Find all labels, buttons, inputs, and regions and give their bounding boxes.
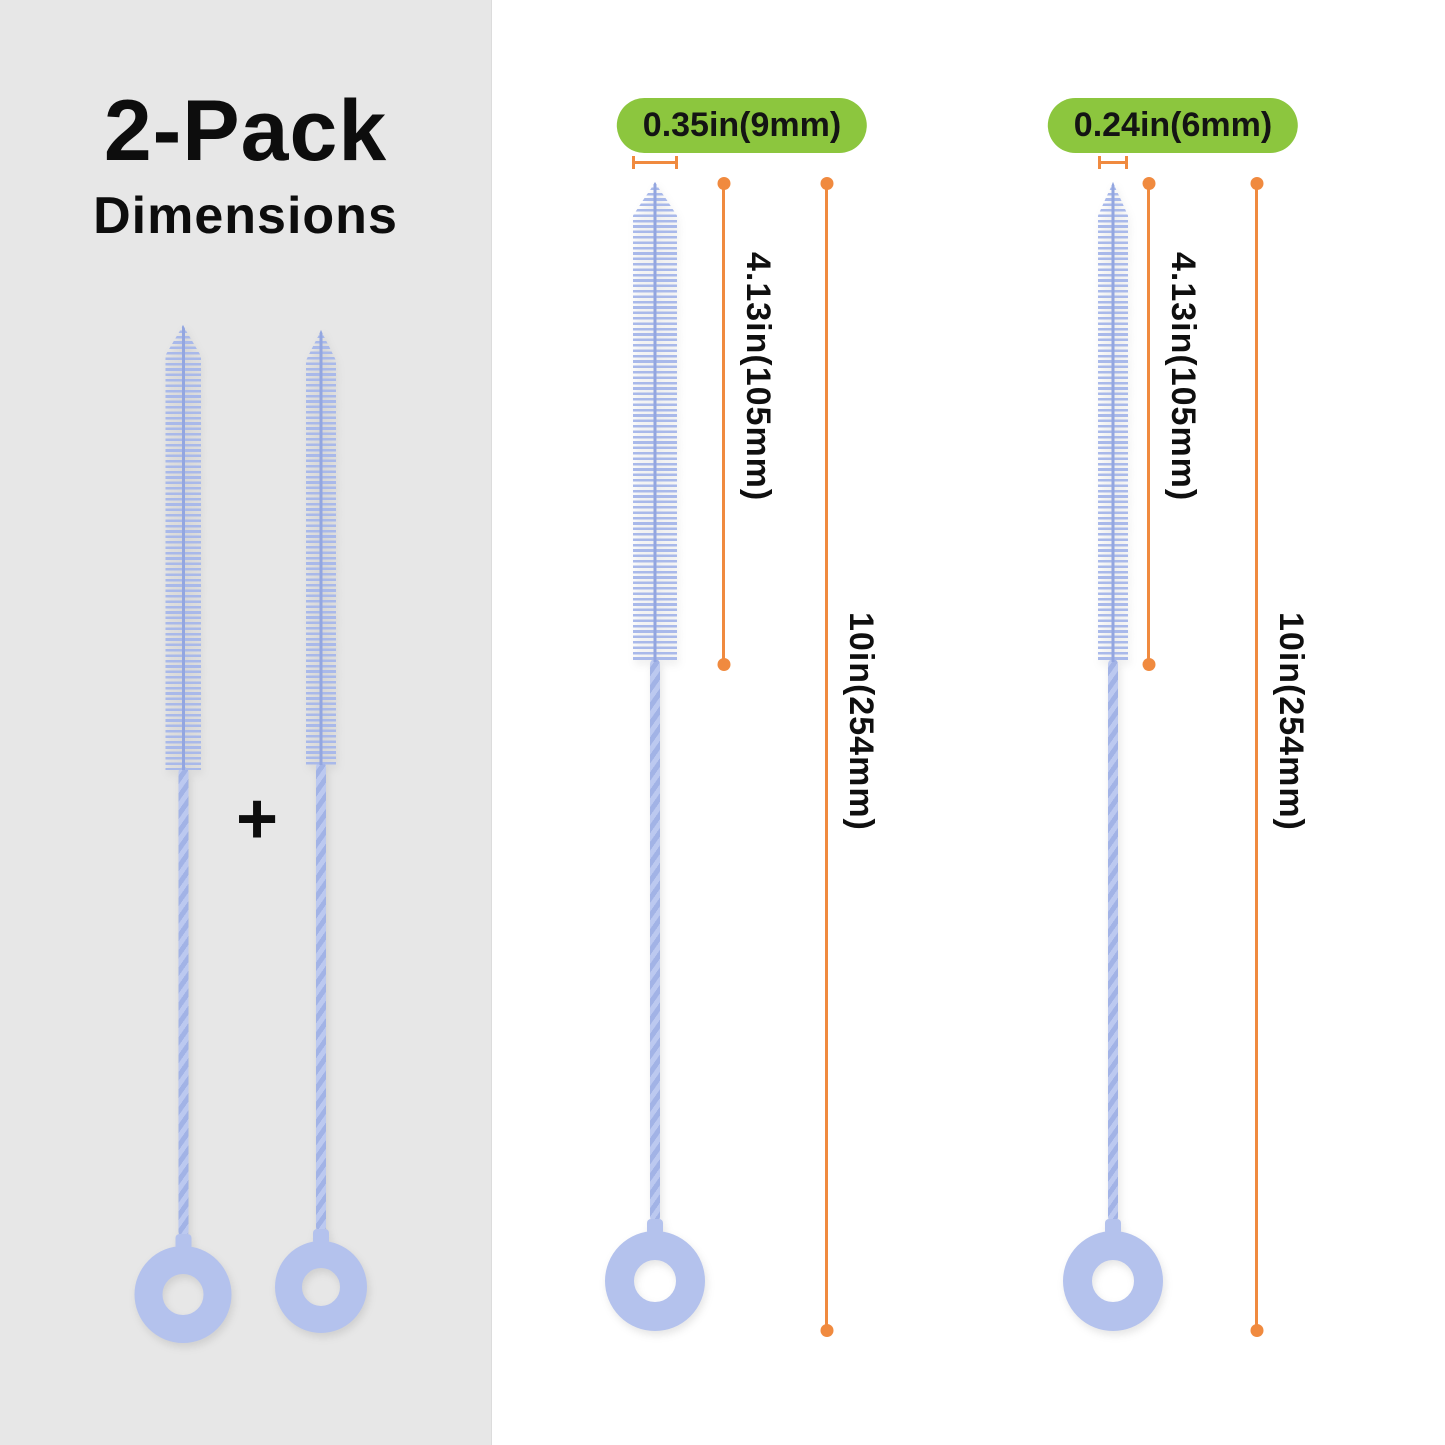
dimension-dot — [1142, 658, 1155, 671]
dimension-dot — [820, 177, 833, 190]
dimension-line-bristle-large — [717, 177, 730, 671]
total-length-label-large: 10in(254mm) — [842, 612, 880, 831]
measure-tick — [675, 156, 678, 169]
straw-brush-pack-2 — [275, 330, 367, 1333]
brush-ring — [605, 1231, 705, 1331]
measure-tick — [1125, 156, 1128, 169]
diameter-badge-small: 0.24in(6mm) — [1047, 98, 1299, 153]
dimension-dot — [717, 658, 730, 671]
measure-tick — [632, 156, 635, 169]
straw-brush-small — [1063, 182, 1163, 1331]
dimension-dot — [1142, 177, 1155, 190]
dimension-dot — [1250, 1324, 1263, 1337]
straw-brush-pack-1 — [134, 325, 232, 1343]
dimension-line-bristle-small — [1142, 177, 1155, 671]
bristle-length-label-large: 4.13in(105mm) — [739, 252, 777, 502]
plus-sign: + — [235, 779, 279, 859]
brush-ring — [134, 1246, 232, 1343]
dimension-dot — [1250, 177, 1263, 190]
diameter-badge-large: 0.35in(9mm) — [616, 98, 868, 153]
dimension-line-total-small — [1250, 177, 1263, 1337]
brush-bristles — [165, 325, 201, 770]
dimension-dot — [820, 1324, 833, 1337]
brush-ring — [1063, 1231, 1163, 1331]
brush-bristles — [633, 182, 677, 662]
straw-brush-large — [605, 182, 705, 1331]
width-measure-large — [632, 156, 678, 169]
width-measure-small — [1098, 156, 1128, 169]
brush-bristles — [306, 330, 336, 765]
brush-bristles — [1098, 182, 1128, 662]
brush-shaft — [178, 767, 188, 1237]
pack-subtitle: Dimensions — [93, 187, 398, 245]
dimension-dot — [717, 177, 730, 190]
brush-ring — [275, 1241, 367, 1333]
measure-tick — [1098, 156, 1101, 169]
brush-shaft — [316, 762, 326, 1232]
bristle-length-label-small: 4.13in(105mm) — [1164, 252, 1202, 502]
pack-title: 2-Pack — [103, 83, 388, 179]
brush-shaft — [1108, 659, 1118, 1222]
dimension-line-total-large — [820, 177, 833, 1337]
left-panel: 2-Pack Dimensions + — [0, 0, 492, 1445]
total-length-label-small: 10in(254mm) — [1272, 612, 1310, 831]
brush-shaft — [650, 659, 660, 1222]
